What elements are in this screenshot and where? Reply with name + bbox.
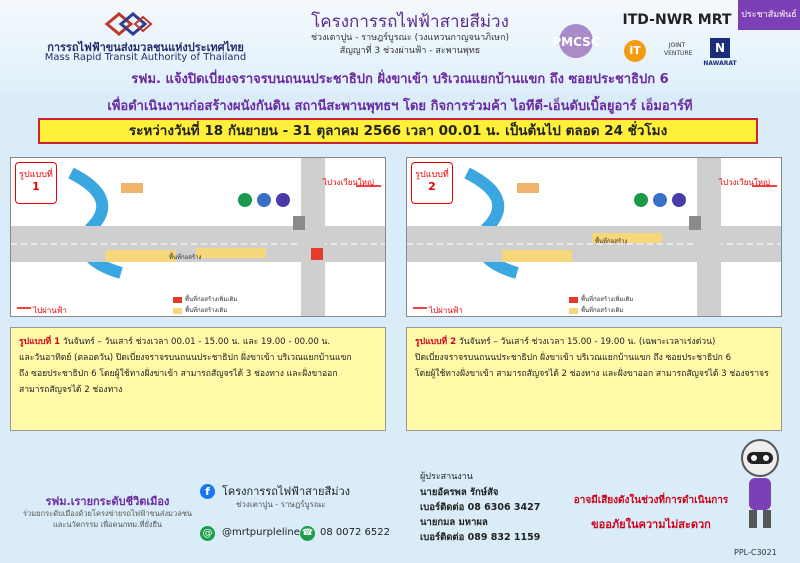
- map-1-legend-yellow: พื้นที่ก่อสร้างเดิม: [173, 305, 227, 315]
- desc-2-line3: โดยผู้ใช้ทางฝั่งขาเข้า สามารถสัญจรได้ 2 …: [415, 369, 769, 379]
- desc-1-line1-text: วันจันทร์ – วันเสาร์ ช่วงเวลา 00.01 - 15…: [62, 337, 331, 347]
- apology-line2: ขออภัยในความไม่สะดวก: [591, 518, 711, 531]
- phone-number[interactable]: 08 0072 6522: [320, 527, 390, 538]
- desc-1-line3: ถึง ซอยประชาธิปก 6 โดยผู้ใช้ทางฝั่งขาเข้…: [19, 369, 338, 379]
- desc-1-tag: รูปแบบที่ 1: [19, 337, 61, 347]
- facebook-page-sub: ช่วงเตาปูน - ราษฎร์บูรณะ: [236, 500, 326, 509]
- desc-box-1: รูปแบบที่ 1 วันจันทร์ – วันเสาร์ ช่วงเวล…: [10, 327, 386, 431]
- map-2-legend-red: พื้นที่ก่อสร้างเพิ่มเติม: [569, 294, 633, 304]
- map-1-area-label: พื้นที่ก่อสร้าง: [169, 254, 202, 261]
- nawarat-label: NAWARAT: [703, 60, 737, 67]
- line-id[interactable]: @mrtpurpleline: [222, 527, 300, 538]
- legend-red-swatch: [569, 296, 578, 303]
- apology-line1: อาจมีเสียงดังในช่วงที่การดำเนินการ: [573, 495, 729, 506]
- pmcsc-logo-icon: PMCSC: [552, 24, 600, 58]
- mrta-logo-icon: [104, 12, 153, 36]
- project-subtitle: ช่วงเตาปูน - ราษฎร์บูรณะ (วงแหวนกาญจนาภิ…: [270, 32, 550, 58]
- headline-line2: เพื่อดำเนินงานก่อสร้างผนังกันดิน สถานีสะ…: [107, 99, 693, 114]
- headline-line1: รฟม. แจ้งปิดเบี่ยงจราจรบนถนนประชาธิปก ฝั…: [131, 72, 669, 87]
- line-icon: @: [200, 526, 215, 541]
- project-title: โครงการรถไฟฟ้าสายสีม่วง: [311, 12, 509, 32]
- map-2-badge-num: 2: [428, 180, 436, 193]
- phone-icon: ☎: [300, 526, 315, 541]
- map-2-badge: รูปแบบที่ 2: [411, 162, 453, 204]
- mrta-name-en: Mass Rapid Transit Authority of Thailand: [44, 52, 247, 63]
- map-2-to-bottom: ไปผ่านฟ้า: [429, 306, 463, 315]
- facebook-icon[interactable]: f: [200, 484, 215, 499]
- coord-1-phone: เบอร์ติดต่อ 08 6306 3427: [420, 502, 541, 513]
- slogan-sub-line2: และนวัตกรรม เพื่อคนกทม.ที่ยั่งยืน: [52, 520, 163, 529]
- map-1-to-left: ไปวงเวียนใหญ่: [323, 178, 374, 187]
- map-1-badge: รูปแบบที่ 1: [15, 162, 57, 204]
- legend-red-swatch: [173, 296, 182, 303]
- itd-logo-icon: IT: [624, 40, 646, 62]
- map-1-badge-label: รูปแบบที่: [19, 170, 53, 180]
- desc-1-line4: สามารถสัญจรได้ 2 ช่องทาง: [19, 385, 123, 395]
- desc-2-tag: รูปแบบที่ 2: [415, 337, 457, 347]
- legend-yellow-swatch: [173, 307, 182, 314]
- legend-yellow-swatch: [569, 307, 578, 314]
- desc-1-line1: รูปแบบที่ 1 วันจันทร์ – วันเสาร์ ช่วงเวล…: [19, 334, 377, 350]
- coord-title: ผู้ประสานงาน: [420, 472, 473, 482]
- jv-label: JOINT VENTURE: [664, 42, 693, 57]
- slogan-sub: ร่วมยกระดับเมืองด้วยโครงข่ายรถไฟฟ้าขนส่ง…: [10, 508, 205, 530]
- coord-1-name: นายอัครพล รักษ์สัจ: [420, 487, 499, 498]
- mrta-name-th: การรถไฟฟ้าขนส่งมวลชนแห่งประเทศไทย: [47, 41, 244, 54]
- slogan-sub-line1: ร่วมยกระดับเมืองด้วยโครงข่ายรถไฟฟ้าขนส่ง…: [22, 509, 193, 518]
- map-panel-1: รูปแบบที่ 1 ไปวงเวียนใหญ่ ไปผ่านฟ้า พื้น…: [10, 157, 386, 317]
- coord-2-name: นายกมล มหาผล: [420, 517, 488, 528]
- map-1-to-bottom: ไปผ่านฟ้า: [33, 306, 67, 315]
- project-subtitle-line1: ช่วงเตาปูน - ราษฎร์บูรณะ (วงแหวนกาญจนาภิ…: [310, 33, 510, 43]
- coordinator-block: ผู้ประสานงาน นายอัครพล รักษ์สัจ เบอร์ติด…: [420, 470, 540, 545]
- desc-box-2: รูปแบบที่ 2 วันจันทร์ – วันเสาร์ ช่วงเวล…: [406, 327, 782, 431]
- map-1-drawing: [11, 158, 385, 316]
- facebook-page-name[interactable]: โครงการรถไฟฟ้าสายสีม่วง: [222, 485, 350, 498]
- map-panel-2: รูปแบบที่ 2 ไปวงเวียนใหญ่ ไปผ่านฟ้า พื้น…: [406, 157, 782, 317]
- jv-title: ITD-NWR MRT: [622, 12, 732, 28]
- map-1-badge-num: 1: [32, 180, 40, 193]
- map-2-area-label: พื้นที่ก่อสร้าง: [595, 238, 628, 245]
- period-banner: ระหว่างวันที่ 18 กันยายน - 31 ตุลาคม 256…: [38, 118, 758, 144]
- map-2-drawing: [407, 158, 781, 316]
- map-2-legend-yellow: พื้นที่ก่อสร้างเดิม: [569, 305, 623, 315]
- map-1-legend-red: พื้นที่ก่อสร้างเพิ่มเติม: [173, 294, 237, 304]
- slogan: รฟม.เรายกระดับชีวิตเมือง: [45, 495, 170, 508]
- desc-2-line1-text: วันจันทร์ – วันเสาร์ ช่วงเวลา 15.00 - 19…: [458, 337, 716, 347]
- map-2-badge-label: รูปแบบที่: [415, 170, 449, 180]
- nawarat-logo-icon: N: [710, 38, 730, 58]
- document-code: PPL-C3021: [734, 548, 777, 557]
- desc-2-line2: ปิดเบี่ยงจราจรบนถนนประชาธิปก ฝั่งขาเข้า …: [415, 353, 732, 363]
- desc-2-line1: รูปแบบที่ 2 วันจันทร์ – วันเสาร์ ช่วงเวล…: [415, 334, 773, 350]
- pr-ribbon: ประชาสัมพันธ์: [738, 0, 800, 30]
- mascot-icon: [741, 439, 779, 528]
- coord-2-phone: เบอร์ติดต่อ 089 832 1159: [420, 532, 541, 543]
- pmcsc-logo-text: PMCSC: [552, 35, 599, 49]
- desc-1-line2: และวันอาทิตย์ (ตลอดวัน) ปิดเบี่ยงจราจรบน…: [19, 353, 352, 363]
- map-2-to-left: ไปวงเวียนใหญ่: [719, 178, 770, 187]
- project-subtitle-line2: สัญญาที่ 3 ช่วงผ่านฟ้า - สะพานพุทธ: [339, 46, 481, 56]
